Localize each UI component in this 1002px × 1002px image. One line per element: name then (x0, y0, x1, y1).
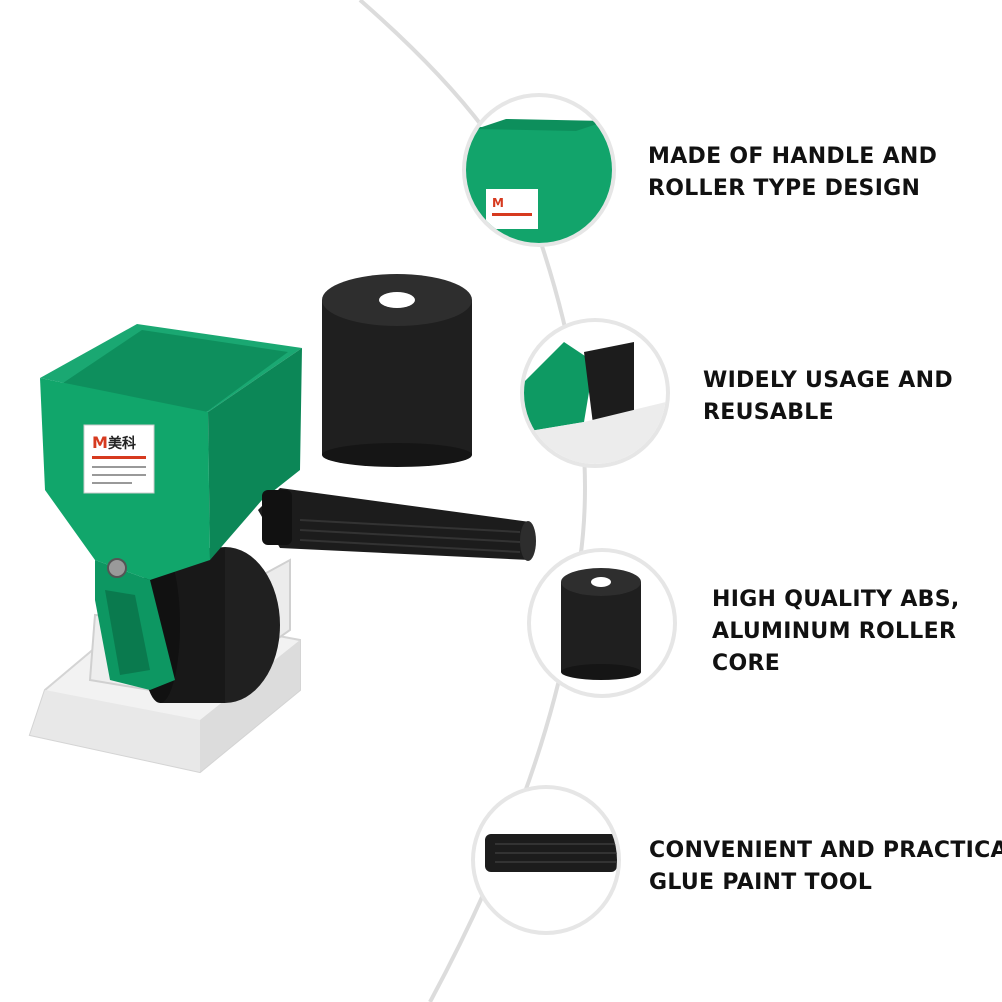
feature-line: HIGH QUALITY ABS, (712, 587, 960, 612)
hopper-closeup-icon: M (466, 117, 612, 243)
feature-line: REUSABLE (703, 400, 834, 425)
feature-text-convenient: CONVENIENT AND PRACTICAL GLUE PAINT TOOL (649, 835, 1002, 899)
feature-bubble-handle (471, 785, 621, 935)
roller-closeup-icon (561, 568, 641, 680)
feature-line: ALUMINUM ROLLER (712, 619, 957, 644)
feature-text-material: HIGH QUALITY ABS, ALUMINUM ROLLER CORE (712, 584, 960, 680)
feature-line: ROLLER TYPE DESIGN (648, 176, 921, 201)
feature-bubble-hopper: M (462, 93, 616, 247)
black-handle (258, 488, 536, 561)
feature-line: WIDELY USAGE AND (703, 368, 953, 393)
handle-closeup-icon (485, 834, 617, 872)
feature-line: CONVENIENT AND PRACTICAL (649, 838, 1002, 863)
svg-text:M: M (492, 196, 504, 210)
brand-logo-mark: M (92, 433, 108, 452)
feature-text-handle-roller: MADE OF HANDLE AND ROLLER TYPE DESIGN (648, 141, 937, 205)
base-closeup-icon (524, 342, 666, 464)
feature-text-usage: WIDELY USAGE AND REUSABLE (703, 365, 953, 429)
spare-foam-roller (322, 274, 472, 467)
feature-line: CORE (712, 651, 781, 676)
feature-bubble-roller (527, 548, 677, 698)
feature-line: MADE OF HANDLE AND (648, 144, 938, 169)
feature-line: GLUE PAINT TOOL (649, 870, 873, 895)
glue-roller-product-image: M 美科 (28, 274, 536, 774)
green-hopper: M 美科 (40, 324, 302, 690)
brand-logo-text: 美科 (108, 435, 136, 452)
feature-bubble-base (520, 318, 670, 468)
